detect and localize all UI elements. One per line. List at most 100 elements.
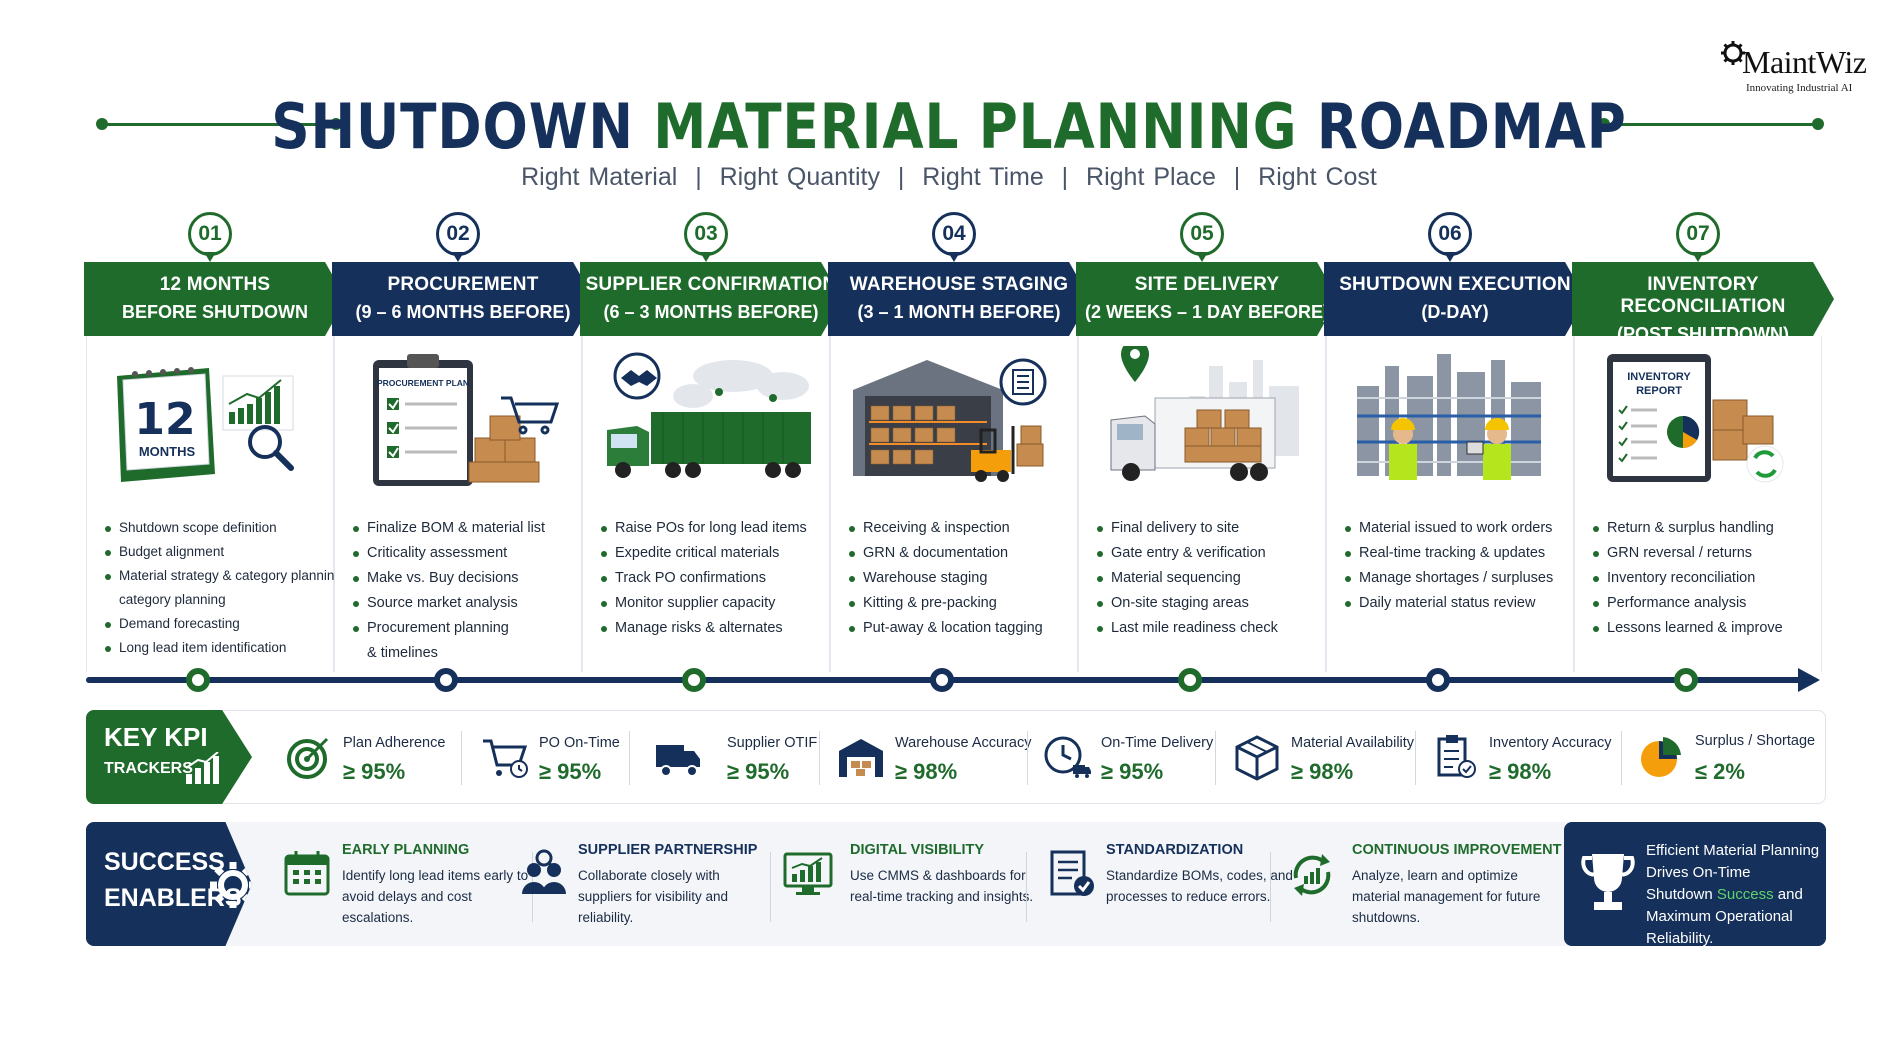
- pin-tail: [1196, 252, 1208, 262]
- report-label-2: REPORT: [1636, 385, 1682, 397]
- phase-title: SUPPLIER CONFIRMATION: [585, 274, 837, 295]
- calendar-number: 12: [134, 394, 195, 445]
- bullet-item: GRN reversal / returns: [1591, 541, 1817, 566]
- phase-number: 02: [436, 212, 480, 256]
- truck-icon: [656, 745, 700, 777]
- phase-banner: SUPPLIER CONFIRMATION (6 – 3 MONTHS BEFO…: [580, 262, 842, 336]
- phase-banner: 12 MONTHS BEFORE SHUTDOWN: [84, 262, 346, 336]
- enabler-description: Identify long lead items early to avoid …: [342, 868, 529, 925]
- phase-timing: (POST SHUTDOWN): [1617, 324, 1789, 344]
- phase-number-pin: 05: [1180, 212, 1224, 270]
- title-right-end-dot: [1812, 118, 1824, 130]
- efficiency-text-highlight: Success: [1716, 886, 1774, 903]
- timeline-marker: [930, 668, 954, 692]
- phase-timing: (D-DAY): [1421, 302, 1489, 322]
- kpi-name: PO On-Time: [539, 735, 620, 751]
- timeline-marker: [1426, 668, 1450, 692]
- phase-number: 05: [1180, 212, 1224, 256]
- phase-title: SITE DELIVERY: [1134, 274, 1280, 295]
- phase-timing: (2 WEEKS – 1 DAY BEFORE): [1084, 302, 1330, 322]
- warehouse-icon: [839, 739, 883, 777]
- phase-01: 01 12 MONTHS BEFORE SHUTDOWN 12 MONTHS S…: [84, 212, 346, 682]
- bullet-item: Budget alignment: [103, 540, 329, 564]
- kpi-name: Warehouse Accuracy: [895, 735, 1032, 751]
- bullet-item: Monitor supplier capacity: [599, 591, 825, 616]
- efficiency-text: Efficient Material Planning Drives On-Ti…: [1646, 840, 1821, 950]
- trophy-icon: [1581, 854, 1635, 910]
- report-icon: INVENTORY REPORT: [1607, 354, 1784, 483]
- growth-chart-icon: [185, 752, 219, 784]
- phase-bullets: Raise POs for long lead items Expedite c…: [599, 516, 825, 641]
- title-left-line: [104, 123, 336, 126]
- phase-07: 07 INVENTORY RECONCILIATION (POST SHUTDO…: [1572, 212, 1834, 682]
- plant-icon: [1357, 354, 1541, 480]
- phase-banner: WAREHOUSE STAGING (3 – 1 MONTH BEFORE): [828, 262, 1090, 336]
- kpi-header-subtitle: TRACKERS: [104, 760, 193, 777]
- bullet-item: Inventory reconciliation: [1591, 566, 1817, 591]
- enabler-description: Collaborate closely with suppliers for v…: [578, 868, 729, 925]
- timeline-arrow: [1798, 668, 1820, 692]
- bullet-item: Expedite critical materials: [599, 541, 825, 566]
- enablers-header-title: SUCCESS ENABLERS: [104, 844, 242, 916]
- phase-card: PROCUREMENT PLAN Finalize BOM & material…: [334, 336, 582, 672]
- efficiency-statement: Efficient Material Planning Drives On-Ti…: [1564, 822, 1826, 947]
- phase-card: 12 MONTHS Shutdown scope definition Budg…: [86, 336, 342, 672]
- enabler-divider: [770, 852, 771, 922]
- success-enablers-row: SUCCESS ENABLERS EARLY PLANNING Identify…: [86, 822, 1826, 947]
- bullet-item: Warehouse staging: [847, 566, 1073, 591]
- bullet-item: Finalize BOM & material list: [351, 516, 577, 541]
- kpi-divider: [1027, 731, 1028, 785]
- kpi-value: ≥ 98%: [1489, 759, 1552, 784]
- clock-truck-icon: [1044, 736, 1091, 778]
- bullet-item: Material strategy & category planning: [103, 564, 342, 588]
- bullet-item: Material sequencing: [1095, 566, 1321, 591]
- pin-tail: [1444, 252, 1456, 262]
- kpi-name: Surplus / Shortage: [1695, 733, 1816, 749]
- box-icon: [1235, 735, 1279, 781]
- phase-number-pin: 02: [436, 212, 480, 270]
- phase-title: SHUTDOWN EXECUTION: [1339, 274, 1571, 295]
- phase-timing: BEFORE SHUTDOWN: [122, 302, 308, 322]
- title-part-1: SHUTDOWN: [271, 90, 634, 163]
- enabler-description: Use CMMS & dashboards for real-time trac…: [850, 868, 1034, 904]
- bullet-item: Make vs. Buy decisions: [351, 566, 577, 591]
- phase-banner: PROCUREMENT (9 – 6 MONTHS BEFORE): [332, 262, 594, 336]
- phase-number-pin: 03: [684, 212, 728, 270]
- bullet-item: Demand forecasting: [103, 612, 329, 636]
- calendar-label: MONTHS: [139, 444, 196, 459]
- phase-title: INVENTORY RECONCILIATION: [1620, 274, 1786, 317]
- bullet-item: Kitting & pre-packing: [847, 591, 1073, 616]
- maintwiz-logo: MaintWiz Innovating Industrial AI: [1720, 38, 1880, 94]
- phase-banner: INVENTORY RECONCILIATION (POST SHUTDOWN): [1572, 262, 1834, 336]
- bullet-item: Source market analysis: [351, 591, 577, 616]
- phase-number-pin: 04: [932, 212, 976, 270]
- phase-number: 07: [1676, 212, 1720, 256]
- clipboard-label: PROCUREMENT PLAN: [377, 378, 469, 388]
- enabler-early-planning: EARLY PLANNING Identify long lead items …: [282, 842, 532, 942]
- phase-bullets: Finalize BOM & material list Criticality…: [351, 516, 577, 666]
- kpi-header: KEY KPI TRACKERS: [86, 710, 252, 804]
- phase-bullets: Final delivery to site Gate entry & veri…: [1095, 516, 1321, 641]
- checklist-icon: [1437, 735, 1476, 778]
- enabler-standardization: STANDARDIZATION Standardize BOMs, codes,…: [1046, 842, 1296, 942]
- bullet-item: & timelines: [367, 645, 438, 661]
- phase-card: Receiving & inspection GRN & documentati…: [830, 336, 1078, 672]
- phase-number: 06: [1428, 212, 1472, 256]
- enabler-description: Analyze, learn and optimize material man…: [1352, 868, 1541, 925]
- pie-icon: [1641, 737, 1681, 777]
- bullet-item: Manage risks & alternates: [599, 616, 825, 641]
- phase-title: PROCUREMENT: [387, 274, 539, 295]
- phase-roadmap: 01 12 MONTHS BEFORE SHUTDOWN 12 MONTHS S…: [84, 212, 1834, 682]
- enablers-title-line-1: SUCCESS: [104, 848, 225, 876]
- bullet-item: Long lead item identification: [103, 636, 329, 660]
- phase-card: INVENTORY REPORT Return & surplus handli…: [1574, 336, 1822, 672]
- timeline-marker: [1674, 668, 1698, 692]
- kpi-divider: [819, 731, 820, 785]
- enabler-title: CONTINUOUS IMPROVEMENT: [1352, 842, 1562, 858]
- phase-bullets: Material issued to work orders Real-time…: [1343, 516, 1569, 616]
- phase-bullets: Shutdown scope definition Budget alignme…: [103, 516, 342, 660]
- enabler-divider: [1270, 852, 1271, 922]
- phase-number: 04: [932, 212, 976, 256]
- target-icon: [287, 737, 329, 779]
- efficiency-text-end: and Maximum Operational Reliability.: [1646, 886, 1803, 947]
